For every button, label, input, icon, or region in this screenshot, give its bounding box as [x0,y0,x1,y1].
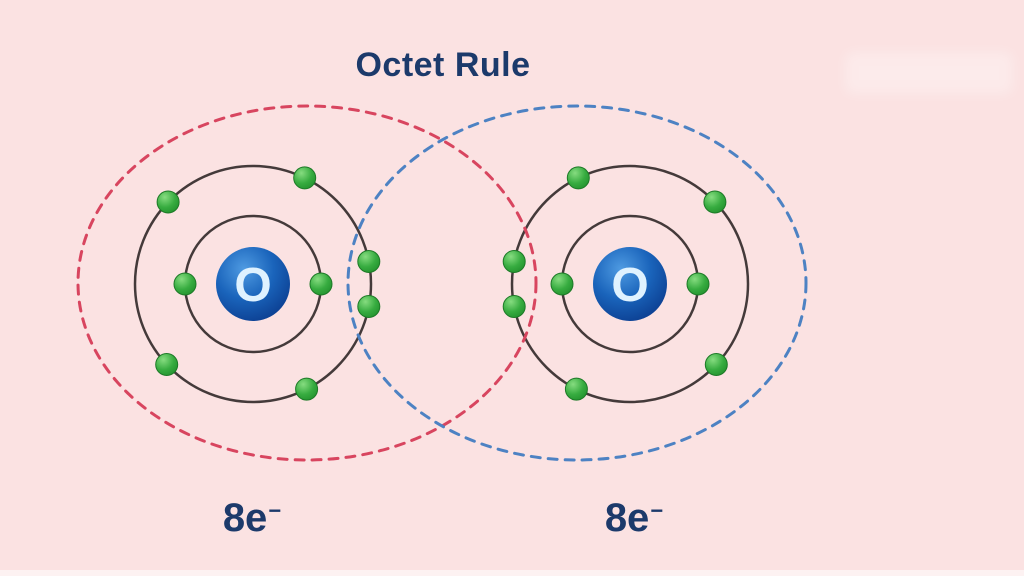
electron [357,295,381,318]
electron [173,272,197,296]
electrons [155,166,728,401]
electron-count-superscript-minus: − [650,498,664,523]
nucleus-label-oxygen-right: O [611,259,648,312]
bottom-edge-highlight [0,570,1024,576]
electron [156,190,180,214]
octet-envelopes [76,104,808,462]
page-title: Octet Rule [355,46,531,84]
electron [564,377,588,401]
watermark [845,52,1013,94]
red-octet-envelope [76,104,538,462]
electron-count-label-right: 8e− [574,498,694,538]
electron-count-base: 8e [604,496,650,540]
electron [703,190,727,214]
electron-count-base: 8e [222,496,268,540]
electron-count-superscript-minus: − [268,498,282,523]
electron [309,272,333,296]
electron [293,166,317,190]
electron [502,295,526,318]
outer-shell-oxygen-right [510,164,750,404]
nucleus-oxygen-left [216,247,290,321]
nucleus-oxygen-right [593,247,667,321]
electron [550,272,574,296]
nucleus-label-oxygen-left: O [234,259,271,312]
electron [295,377,319,401]
electron [686,272,710,296]
blue-octet-envelope [346,104,808,462]
outer-shell-oxygen-left [133,164,373,404]
electron [704,353,728,376]
electron [566,166,590,190]
electron [155,353,179,376]
electron-count-label-left: 8e− [192,498,312,538]
electron [502,250,526,273]
electron [357,250,381,273]
